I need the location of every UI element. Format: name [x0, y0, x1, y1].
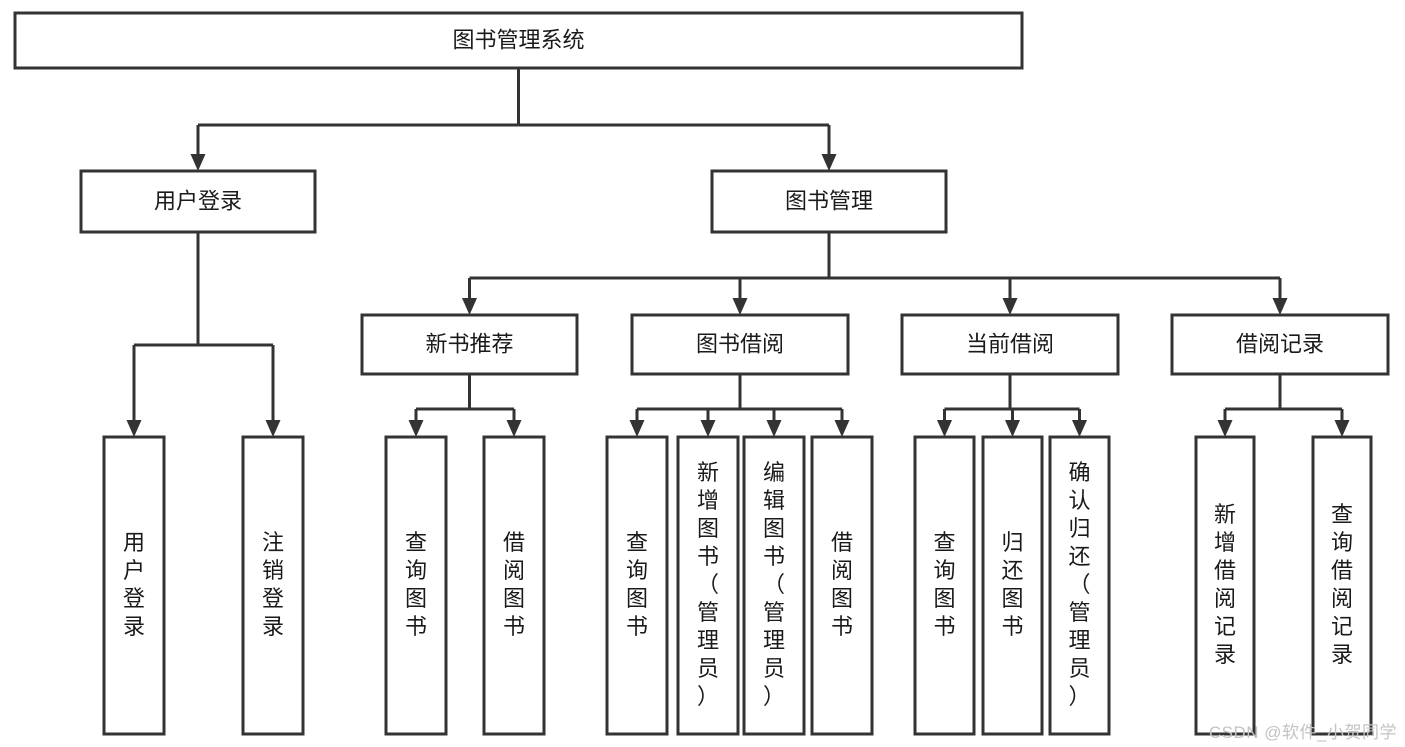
- node-label: 图书借阅: [696, 331, 784, 356]
- node-box: [102, 435, 166, 736]
- connector-layer: [126, 68, 1350, 437]
- node-leaf-user-login[interactable]: 用户登录: [102, 435, 166, 736]
- node-leaf-query-book-rec[interactable]: 查询图书: [384, 435, 448, 736]
- node-box: [742, 435, 806, 736]
- node-new-book-recommend[interactable]: 新书推荐: [360, 313, 579, 376]
- node-leaf-borrow-book-rec[interactable]: 借阅图书: [482, 435, 546, 736]
- node-leaf-borrow-book[interactable]: 借阅图书: [810, 435, 874, 736]
- node-label: 查询图书: [405, 530, 427, 639]
- connector-group-root: [190, 68, 837, 171]
- arrow-head-icon: [1072, 420, 1087, 437]
- node-label: 新书推荐: [425, 331, 513, 356]
- node-label: 新增借阅记录: [1214, 502, 1236, 667]
- node-borrow-record[interactable]: 借阅记录: [1170, 313, 1390, 376]
- node-label: 归还图书: [1001, 530, 1023, 639]
- node-label: 新增图书（管理员）: [697, 460, 719, 709]
- arrow-head-icon: [1005, 420, 1020, 437]
- node-leaf-logout[interactable]: 注销登录: [241, 435, 305, 736]
- node-leaf-edit-book[interactable]: 编辑图书（管理员）: [742, 435, 806, 736]
- node-book-borrow[interactable]: 图书借阅: [630, 313, 850, 376]
- node-label: 注销登录: [262, 530, 284, 639]
- node-current-borrow[interactable]: 当前借阅: [900, 313, 1120, 376]
- arrow-head-icon: [937, 420, 952, 437]
- node-box: [1048, 435, 1111, 736]
- node-box: [1311, 435, 1373, 736]
- node-box: [710, 169, 948, 234]
- node-box: [1170, 313, 1390, 376]
- node-label: 编辑图书（管理员）: [763, 460, 785, 709]
- node-box: [384, 435, 448, 736]
- node-box: [1194, 435, 1256, 736]
- node-layer: 图书管理系统用户登录图书管理新书推荐图书借阅当前借阅借阅记录用户登录注销登录查询…: [13, 11, 1390, 736]
- arrow-head-icon: [766, 420, 782, 437]
- arrow-head-icon: [1217, 420, 1233, 437]
- node-box: [981, 435, 1044, 736]
- node-box: [360, 313, 579, 376]
- node-leaf-query-book-current[interactable]: 查询图书: [913, 435, 976, 736]
- connector-group-new-book-recommend: [408, 374, 522, 437]
- node-label: 图书管理: [785, 188, 873, 213]
- arrow-head-icon: [700, 420, 716, 437]
- arrow-head-icon: [265, 420, 281, 437]
- connector-group-book-borrow: [629, 374, 850, 437]
- node-label: 确认归还（管理员）: [1068, 460, 1090, 709]
- node-label: 查询图书: [933, 530, 955, 639]
- node-box: [482, 435, 546, 736]
- arrow-head-icon: [408, 420, 424, 437]
- node-root[interactable]: 图书管理系统: [13, 11, 1024, 70]
- arrow-head-icon: [821, 154, 837, 171]
- arrow-head-icon: [834, 420, 850, 437]
- node-box: [913, 435, 976, 736]
- connector-group-book-management: [462, 232, 1288, 315]
- node-box: [79, 169, 317, 234]
- arrow-head-icon: [462, 298, 477, 315]
- node-box: [810, 435, 874, 736]
- node-leaf-return-book[interactable]: 归还图书: [981, 435, 1044, 736]
- node-label: 当前借阅: [966, 331, 1054, 356]
- node-box: [630, 313, 850, 376]
- arrow-head-icon: [629, 420, 645, 437]
- node-leaf-add-borrow-record[interactable]: 新增借阅记录: [1194, 435, 1256, 736]
- node-leaf-query-borrow-record[interactable]: 查询借阅记录: [1311, 435, 1373, 736]
- node-leaf-confirm-return[interactable]: 确认归还（管理员）: [1048, 435, 1111, 736]
- node-label: 查询图书: [626, 530, 648, 639]
- node-box: [900, 313, 1120, 376]
- arrow-head-icon: [1002, 298, 1018, 315]
- node-box: [241, 435, 305, 736]
- node-label: 借阅记录: [1236, 331, 1324, 356]
- node-box: [676, 435, 740, 736]
- node-box: [605, 435, 669, 736]
- arrow-head-icon: [506, 420, 522, 437]
- node-label: 用户登录: [154, 188, 242, 213]
- connector-group-user-login: [126, 232, 281, 437]
- node-user-login[interactable]: 用户登录: [79, 169, 317, 234]
- node-leaf-add-book[interactable]: 新增图书（管理员）: [676, 435, 740, 736]
- node-label: 借阅图书: [831, 530, 853, 639]
- arrow-head-icon: [732, 298, 748, 315]
- node-label: 用户登录: [123, 530, 145, 639]
- arrow-head-icon: [126, 420, 142, 437]
- node-leaf-query-book-borrow[interactable]: 查询图书: [605, 435, 669, 736]
- node-book-management[interactable]: 图书管理: [710, 169, 948, 234]
- node-label: 借阅图书: [503, 530, 525, 639]
- arrow-head-icon: [190, 154, 206, 171]
- arrow-head-icon: [1334, 420, 1350, 437]
- node-label: 查询借阅记录: [1331, 502, 1353, 667]
- node-label: 图书管理系统: [452, 27, 584, 52]
- connector-group-current-borrow: [937, 374, 1087, 437]
- connector-group-borrow-record: [1217, 374, 1350, 437]
- node-box: [13, 11, 1024, 70]
- arrow-head-icon: [1272, 298, 1288, 315]
